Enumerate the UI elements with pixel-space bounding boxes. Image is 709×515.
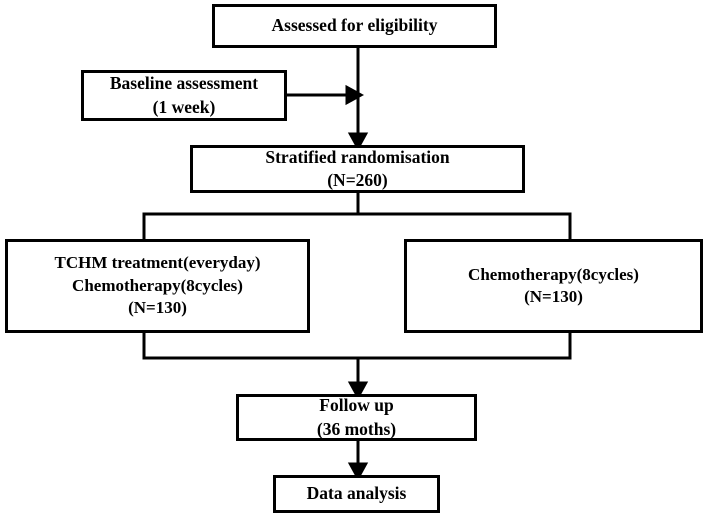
stratified-randomisation-line-2: (N=260) bbox=[327, 170, 388, 190]
baseline-assessment-line-2: (1 week) bbox=[152, 96, 216, 117]
baseline-assessment-box: Baseline assessment (1 week) bbox=[81, 70, 287, 121]
assessed-for-eligibility-line-1: Assessed for eligibility bbox=[271, 15, 438, 36]
assessed-for-eligibility-box: Assessed for eligibility bbox=[212, 4, 497, 48]
chemotherapy-only-arm-box: Chemotherapy(8cycles) (N=130) bbox=[404, 239, 703, 333]
chemo-arm-line-2: (N=130) bbox=[524, 287, 583, 306]
chemo-arm-line-1: Chemotherapy(8cycles) bbox=[468, 264, 639, 284]
baseline-assessment-line-1: Baseline assessment bbox=[109, 73, 259, 94]
stratified-randomisation-box: Stratified randomisation (N=260) bbox=[190, 145, 525, 193]
data-analysis-box: Data analysis bbox=[273, 475, 440, 513]
stratified-randomisation-line-1: Stratified randomisation bbox=[265, 146, 450, 167]
follow-up-line-2: (36 moths) bbox=[316, 418, 397, 439]
follow-up-line-1: Follow up bbox=[319, 395, 394, 416]
tchm-arm-line-1: TCHM treatment(everyday) bbox=[54, 253, 261, 273]
tchm-arm-line-3: (N=130) bbox=[128, 298, 187, 318]
follow-up-box: Follow up (36 moths) bbox=[236, 394, 477, 441]
tchm-plus-chemotherapy-arm-box: TCHM treatment(everyday) Chemotherapy(8c… bbox=[5, 239, 310, 333]
data-analysis-line-1: Data analysis bbox=[306, 483, 407, 504]
tchm-arm-line-2: Chemotherapy(8cycles) bbox=[72, 275, 243, 295]
